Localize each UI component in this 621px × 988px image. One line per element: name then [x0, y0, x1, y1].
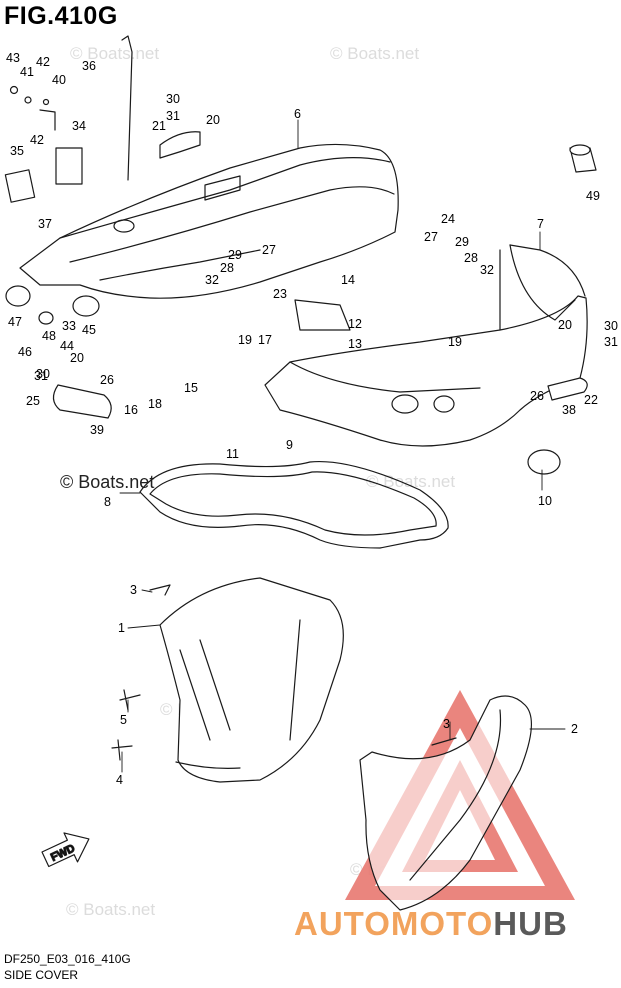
brand-wordmark: AUTOMOTOHUB	[294, 905, 568, 943]
callout-8: 8	[104, 495, 111, 509]
callout-9: 9	[286, 438, 293, 452]
callout-21: 21	[152, 119, 166, 133]
callout-30: 30	[604, 319, 618, 333]
callout-3: 3	[443, 717, 450, 731]
callout-29: 29	[228, 248, 242, 262]
callout-22: 22	[584, 393, 598, 407]
callout-19: 19	[238, 333, 252, 347]
callout-16: 16	[124, 403, 138, 417]
fwd-label: FWD	[49, 842, 77, 863]
callout-39: 39	[90, 423, 104, 437]
watermark: © Boats.net	[330, 44, 420, 63]
callout-1: 1	[118, 621, 125, 635]
callout-13: 13	[348, 337, 362, 351]
callout-12: 12	[348, 317, 362, 331]
fwd-arrow-badge: FWD	[41, 832, 90, 868]
callout-49: 49	[586, 189, 600, 203]
callout-25: 25	[26, 394, 40, 408]
callout-11: 11	[226, 447, 239, 461]
callout-27: 27	[262, 243, 276, 257]
callout-4: 4	[116, 773, 123, 787]
callout-27: 27	[424, 230, 438, 244]
figure-name: SIDE COVER	[4, 968, 79, 982]
callout-45: 45	[82, 323, 96, 337]
callout-17: 17	[258, 333, 272, 347]
callout-2: 2	[571, 722, 578, 736]
callout-20: 20	[70, 351, 84, 365]
callout-23: 23	[273, 287, 287, 301]
leader-lines	[119, 119, 566, 773]
callout-46: 46	[18, 345, 32, 359]
callout-47: 47	[8, 315, 22, 329]
lower-starboard-cover	[359, 695, 533, 911]
lower-port-cover	[159, 577, 344, 783]
callout-26: 26	[530, 389, 544, 403]
callout-38: 38	[562, 403, 576, 417]
callout-30: 30	[36, 367, 50, 381]
callout-20: 20	[206, 113, 220, 127]
callout-7: 7	[537, 217, 544, 231]
watermark: © Boats.net	[70, 44, 160, 63]
callout-31: 31	[34, 369, 48, 383]
cover-seal	[139, 460, 449, 549]
callout-42: 42	[36, 55, 50, 69]
callout-15: 15	[184, 381, 198, 395]
callout-24: 24	[441, 212, 455, 226]
callout-31: 31	[604, 335, 618, 349]
callout-28: 28	[464, 251, 478, 265]
callout-29: 29	[455, 235, 469, 249]
port-upper-cover	[19, 143, 399, 299]
callout-40: 40	[52, 73, 66, 87]
callout-3: 3	[130, 583, 137, 597]
callout-28: 28	[220, 261, 234, 275]
callout-42: 42	[30, 133, 44, 147]
figure-code: DF250_E03_016_410G	[4, 952, 131, 966]
callout-14: 14	[341, 273, 355, 287]
brand-part1: AUTOMOTO	[294, 905, 494, 942]
callout-35: 35	[10, 144, 24, 158]
callout-19: 19	[448, 335, 462, 349]
callout-30: 30	[166, 92, 180, 106]
callout-5: 5	[120, 713, 127, 727]
callout-10: 10	[538, 494, 552, 508]
hardware	[4, 35, 597, 761]
callout-37: 37	[38, 217, 52, 231]
figure-title: FIG.410G	[4, 2, 118, 30]
callout-44: 44	[60, 339, 74, 353]
callout-43: 43	[6, 51, 20, 65]
watermark-dark: © Boats.net	[60, 472, 155, 492]
callout-48: 48	[42, 329, 56, 343]
starboard-cover	[264, 244, 588, 447]
watermark: © Boats.net	[66, 900, 156, 919]
callout-32: 32	[480, 263, 494, 277]
callout-33: 33	[62, 319, 76, 333]
callout-18: 18	[148, 397, 162, 411]
callout-36: 36	[82, 59, 96, 73]
callout-20: 20	[558, 318, 572, 332]
callout-32: 32	[205, 273, 219, 287]
callout-34: 34	[72, 119, 86, 133]
callout-41: 41	[20, 65, 34, 79]
brand-part2: HUB	[493, 905, 568, 942]
callout-26: 26	[100, 373, 114, 387]
callout-6: 6	[294, 107, 301, 121]
callout-31: 31	[166, 109, 180, 123]
